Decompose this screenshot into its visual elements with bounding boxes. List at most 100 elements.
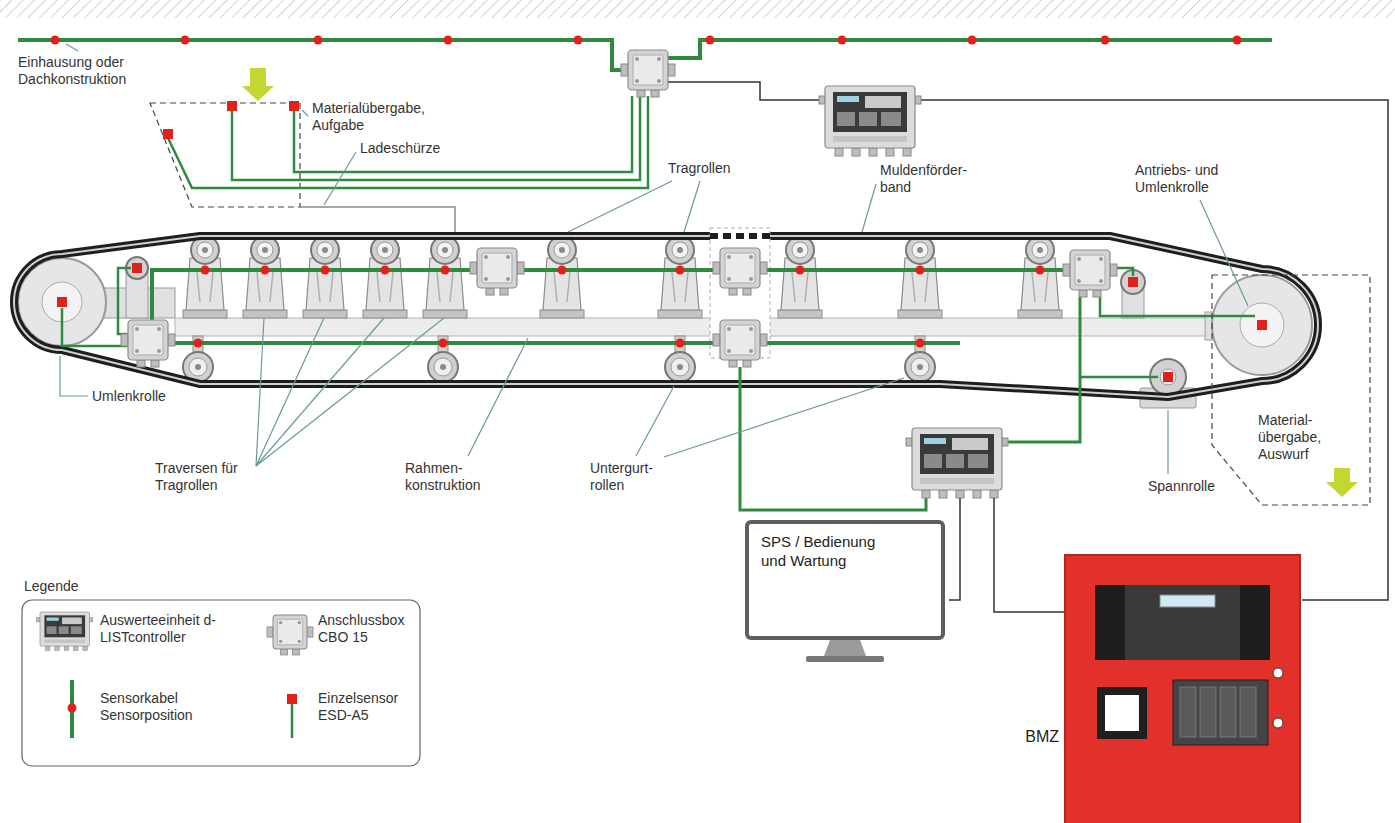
leader-line bbox=[684, 181, 700, 232]
panel-module bbox=[1220, 687, 1236, 737]
panel-module bbox=[1240, 687, 1256, 737]
drive-pulley bbox=[1212, 275, 1312, 375]
sensor-position bbox=[201, 266, 210, 275]
sensor-position bbox=[441, 266, 450, 275]
trough-idler bbox=[658, 236, 702, 318]
junction-box bbox=[713, 320, 767, 367]
sensor-position bbox=[558, 266, 567, 275]
pulley-hub bbox=[1160, 369, 1176, 385]
single-sensor bbox=[227, 101, 237, 111]
sensor-position bbox=[676, 339, 685, 348]
sensor-wire bbox=[168, 96, 648, 188]
sensor-position bbox=[261, 266, 270, 275]
sensor-cable bbox=[152, 270, 1070, 320]
signal-wire bbox=[994, 498, 1065, 612]
control-monitor: SPS / Bedienung und Wartung bbox=[745, 520, 945, 640]
panel-band bbox=[1095, 585, 1125, 660]
leader-line bbox=[256, 318, 444, 466]
part-label: Untergurt- rollen bbox=[590, 460, 670, 494]
sensor-position bbox=[1036, 266, 1045, 275]
sensor-position bbox=[574, 36, 583, 45]
part-label: Rahmen- konstruktion bbox=[405, 460, 500, 494]
part-label: Materialübergabe, Aufgabe bbox=[312, 100, 442, 134]
single-sensor bbox=[57, 297, 67, 307]
leader-line bbox=[862, 184, 876, 232]
sensor-position bbox=[194, 339, 203, 348]
controller-unit bbox=[819, 86, 921, 156]
legend-controller-icon bbox=[37, 612, 93, 651]
material-arrow bbox=[242, 68, 274, 101]
part-label: Ladeschürze bbox=[360, 140, 460, 157]
panel-label: BMZ bbox=[999, 727, 1059, 746]
cabinet bbox=[1065, 555, 1300, 823]
monitor-stand bbox=[824, 640, 866, 656]
fire-panel-cabinet bbox=[1065, 555, 1300, 823]
panel-display bbox=[1160, 595, 1215, 607]
legend-text: Einzelsensor ESD-A5 bbox=[318, 690, 418, 724]
legend-dot-sample bbox=[68, 704, 77, 713]
sensor-position bbox=[439, 339, 448, 348]
single-sensor bbox=[132, 263, 142, 273]
single-sensor bbox=[289, 101, 299, 111]
signal-wire bbox=[921, 100, 1388, 600]
sensor-cable bbox=[740, 367, 926, 510]
sensor-position bbox=[381, 266, 390, 275]
sensor-position bbox=[444, 36, 453, 45]
part-label: Einhausung oder Dachkonstruktion bbox=[18, 54, 143, 88]
sensor-wire bbox=[1100, 297, 1255, 316]
single-sensor bbox=[1128, 277, 1138, 287]
panel-key bbox=[1105, 695, 1139, 731]
trough-idlers bbox=[183, 236, 1062, 318]
panel-modules bbox=[1173, 680, 1268, 745]
part-label: Spannrolle bbox=[1148, 478, 1238, 495]
trough-idler bbox=[183, 236, 227, 318]
sensor-wire bbox=[1117, 268, 1133, 276]
frame bbox=[175, 318, 1205, 336]
single-sensor bbox=[163, 129, 173, 139]
panel-module bbox=[1200, 687, 1216, 737]
trough-idler bbox=[243, 236, 287, 318]
sensor-cable bbox=[168, 341, 960, 345]
panel-module bbox=[1180, 687, 1196, 737]
single-sensor bbox=[1257, 320, 1267, 330]
leader-line bbox=[256, 318, 264, 466]
leader-lines bbox=[60, 44, 1248, 474]
feed-zone bbox=[150, 103, 300, 207]
junction-box bbox=[121, 320, 175, 367]
leader-line bbox=[302, 110, 308, 116]
legend-sensor-sample bbox=[287, 694, 297, 704]
fire-panel: BMZ bbox=[1065, 555, 1300, 823]
sensor-position bbox=[916, 266, 925, 275]
panel-top bbox=[1095, 585, 1270, 660]
trough-idler bbox=[540, 236, 584, 318]
legend-box-icon bbox=[267, 615, 313, 655]
sensor-position bbox=[838, 36, 847, 45]
sensor-position bbox=[676, 266, 685, 275]
legend-text: Auswerteeinheit d-LISTcontroller bbox=[100, 612, 230, 646]
trough-idler bbox=[898, 236, 942, 318]
monitor-foot bbox=[806, 656, 884, 662]
part-label: Muldenförder- band bbox=[880, 162, 980, 196]
conveyor-belt bbox=[14, 236, 1318, 397]
signal-wire bbox=[949, 498, 960, 600]
signal-wire bbox=[668, 82, 819, 100]
junction-box bbox=[713, 248, 767, 295]
part-label: Material- übergabe, Auswurf bbox=[1258, 412, 1370, 463]
sensor-position bbox=[314, 36, 323, 45]
sensor-wire bbox=[232, 96, 640, 180]
pulley-hub bbox=[1240, 303, 1284, 347]
sensor-positions bbox=[194, 266, 1045, 348]
single-sensors bbox=[57, 101, 1267, 382]
leader-line bbox=[324, 152, 356, 205]
belt-inner-line bbox=[14, 236, 1318, 397]
sensor-positions bbox=[51, 36, 1242, 45]
trough-idler bbox=[1018, 236, 1062, 318]
trough-idler bbox=[423, 236, 467, 318]
sensor-position bbox=[51, 36, 60, 45]
sensor-position bbox=[1101, 36, 1110, 45]
loading-skirt bbox=[300, 207, 455, 232]
trough-idler bbox=[778, 236, 822, 318]
junction-box bbox=[621, 50, 675, 97]
